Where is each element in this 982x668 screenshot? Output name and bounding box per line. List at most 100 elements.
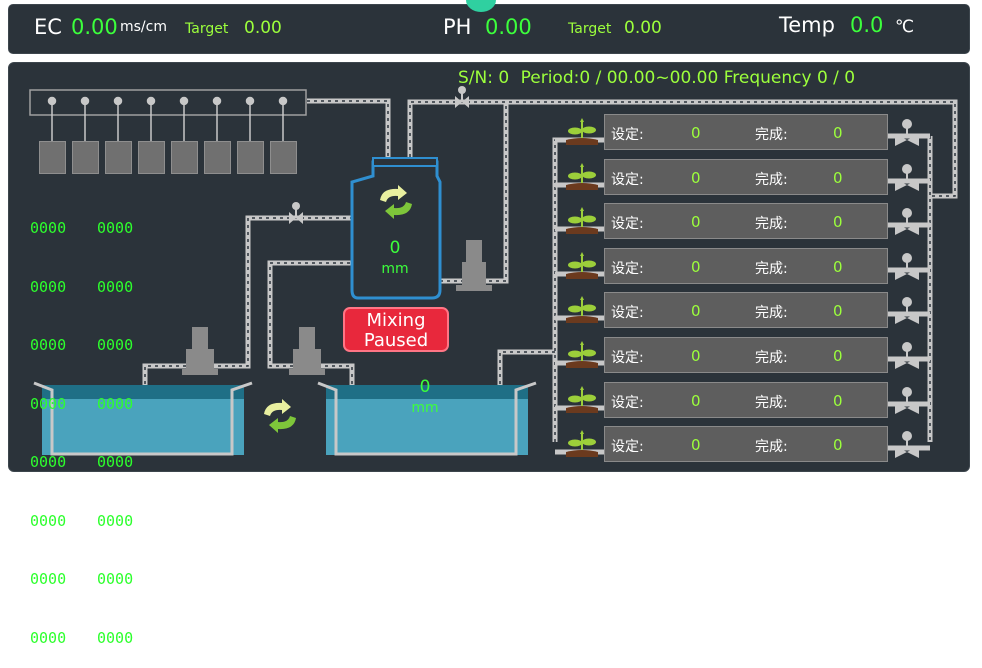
relay bbox=[237, 141, 264, 174]
counter-value: 0000 bbox=[97, 277, 134, 296]
temp-unit: ℃ bbox=[895, 17, 915, 37]
zone-set-value: 0 bbox=[691, 213, 701, 231]
frequency-value: 0 / 0 bbox=[816, 68, 856, 88]
status-line: S/N: 0 Period:0 / 00.00~00.00 Frequency … bbox=[458, 68, 855, 88]
zone-valve-icon[interactable] bbox=[893, 341, 921, 371]
zone-done-label: 完成: bbox=[755, 216, 788, 232]
sn-label: S/N: bbox=[458, 68, 493, 88]
zone-set-label: 设定: bbox=[611, 395, 644, 411]
counter-value: 0000 bbox=[30, 628, 67, 647]
zone-set-label: 设定: bbox=[611, 305, 644, 321]
mixing-refresh-icon[interactable] bbox=[376, 184, 416, 220]
counter-column-2: 0000 0000 0000 0000 0000 0000 0000 0000 bbox=[97, 180, 133, 668]
relay bbox=[270, 141, 297, 174]
zone-row[interactable]: 设定: 0 完成: 0 bbox=[604, 248, 888, 284]
counter-value: 0000 bbox=[97, 453, 134, 471]
counter-value: 0000 bbox=[30, 277, 67, 296]
counter-column-1: 0000 0000 0000 0000 0000 0000 0000 0000 bbox=[30, 180, 66, 668]
zone-valve-icon[interactable] bbox=[893, 296, 921, 326]
counter-value: 0000 bbox=[30, 570, 67, 588]
relay bbox=[204, 141, 231, 174]
zone-done-label: 完成: bbox=[755, 439, 788, 455]
zone-valve-icon[interactable] bbox=[893, 252, 921, 282]
zone-done-value: 0 bbox=[833, 392, 843, 410]
ph-value: 0.00 bbox=[485, 15, 532, 39]
right-tank-unit: mm bbox=[411, 400, 439, 416]
top-indicator bbox=[466, 0, 496, 12]
zone-valve-icon[interactable] bbox=[893, 430, 921, 460]
counter-value: 0000 bbox=[30, 394, 67, 413]
zone-done-value: 0 bbox=[833, 169, 843, 187]
zone-row[interactable]: 设定: 0 完成: 0 bbox=[604, 159, 888, 195]
temp-value: 0.0 bbox=[850, 13, 884, 37]
zone-done-value: 0 bbox=[833, 258, 843, 276]
zone-set-value: 0 bbox=[691, 258, 701, 276]
zone-set-label: 设定: bbox=[611, 172, 644, 188]
ec-unit: ms/cm bbox=[120, 19, 167, 35]
mix-button-line1: Mixing bbox=[366, 310, 426, 331]
zone-set-value: 0 bbox=[691, 169, 701, 187]
ec-label: EC bbox=[34, 15, 62, 39]
zone-valve-icon[interactable] bbox=[893, 386, 921, 416]
counter-value: 0000 bbox=[97, 219, 134, 237]
ph-target-label: Target bbox=[568, 21, 612, 37]
zone-valve-icon[interactable] bbox=[893, 118, 921, 148]
zone-done-label: 完成: bbox=[755, 172, 788, 188]
zone-set-value: 0 bbox=[691, 124, 701, 142]
plant-icon bbox=[562, 386, 602, 416]
relay bbox=[138, 141, 165, 174]
mixing-tank-unit: mm bbox=[381, 261, 409, 277]
counter-value: 0000 bbox=[97, 511, 134, 530]
zone-set-value: 0 bbox=[691, 392, 701, 410]
zone-set-label: 设定: bbox=[611, 439, 644, 455]
counter-value: 0000 bbox=[97, 628, 134, 647]
mixing-tank-level: 0 bbox=[389, 238, 401, 258]
zone-set-value: 0 bbox=[691, 436, 701, 454]
period-value: 0 / 00.00~00.00 bbox=[579, 68, 719, 88]
zone-done-label: 完成: bbox=[755, 305, 788, 321]
plant-icon bbox=[562, 296, 602, 326]
zone-set-label: 设定: bbox=[611, 350, 644, 366]
ph-target-value: 0.00 bbox=[624, 18, 662, 38]
plant-icon bbox=[562, 430, 602, 460]
zone-set-label: 设定: bbox=[611, 261, 644, 277]
zone-valve-icon[interactable] bbox=[893, 163, 921, 193]
zone-done-value: 0 bbox=[833, 302, 843, 320]
counter-value: 0000 bbox=[30, 511, 67, 530]
plant-icon bbox=[562, 341, 602, 371]
counter-value: 0000 bbox=[30, 336, 67, 354]
ph-label: PH bbox=[443, 15, 472, 39]
relay bbox=[39, 141, 66, 174]
zone-set-value: 0 bbox=[691, 302, 701, 320]
zone-done-label: 完成: bbox=[755, 395, 788, 411]
plant-icon bbox=[562, 118, 602, 148]
sn-value: 0 bbox=[498, 68, 510, 88]
right-tank-level: 0 bbox=[419, 377, 431, 397]
ec-target-label: Target bbox=[185, 21, 229, 37]
zone-row[interactable]: 设定: 0 完成: 0 bbox=[604, 337, 888, 373]
relay bbox=[171, 141, 198, 174]
zone-row[interactable]: 设定: 0 完成: 0 bbox=[604, 292, 888, 328]
plant-icon bbox=[562, 252, 602, 282]
zone-valve-icon[interactable] bbox=[893, 207, 921, 237]
zone-done-value: 0 bbox=[833, 347, 843, 365]
ec-value: 0.00 bbox=[71, 15, 118, 39]
zone-done-label: 完成: bbox=[755, 261, 788, 277]
zone-row[interactable]: 设定: 0 完成: 0 bbox=[604, 382, 888, 418]
transfer-refresh-icon[interactable] bbox=[260, 398, 300, 434]
zone-set-label: 设定: bbox=[611, 216, 644, 232]
zone-set-label: 设定: bbox=[611, 127, 644, 143]
counter-value: 0000 bbox=[30, 219, 67, 237]
zone-row[interactable]: 设定: 0 完成: 0 bbox=[604, 426, 888, 462]
zone-done-value: 0 bbox=[833, 124, 843, 142]
mixing-paused-button[interactable]: Mixing Paused bbox=[343, 307, 449, 352]
zone-done-label: 完成: bbox=[755, 350, 788, 366]
zone-set-value: 0 bbox=[691, 347, 701, 365]
plant-icon bbox=[562, 207, 602, 237]
counter-value: 0000 bbox=[30, 453, 67, 471]
ec-target-value: 0.00 bbox=[244, 18, 282, 38]
zone-done-value: 0 bbox=[833, 436, 843, 454]
counter-value: 0000 bbox=[97, 336, 134, 354]
